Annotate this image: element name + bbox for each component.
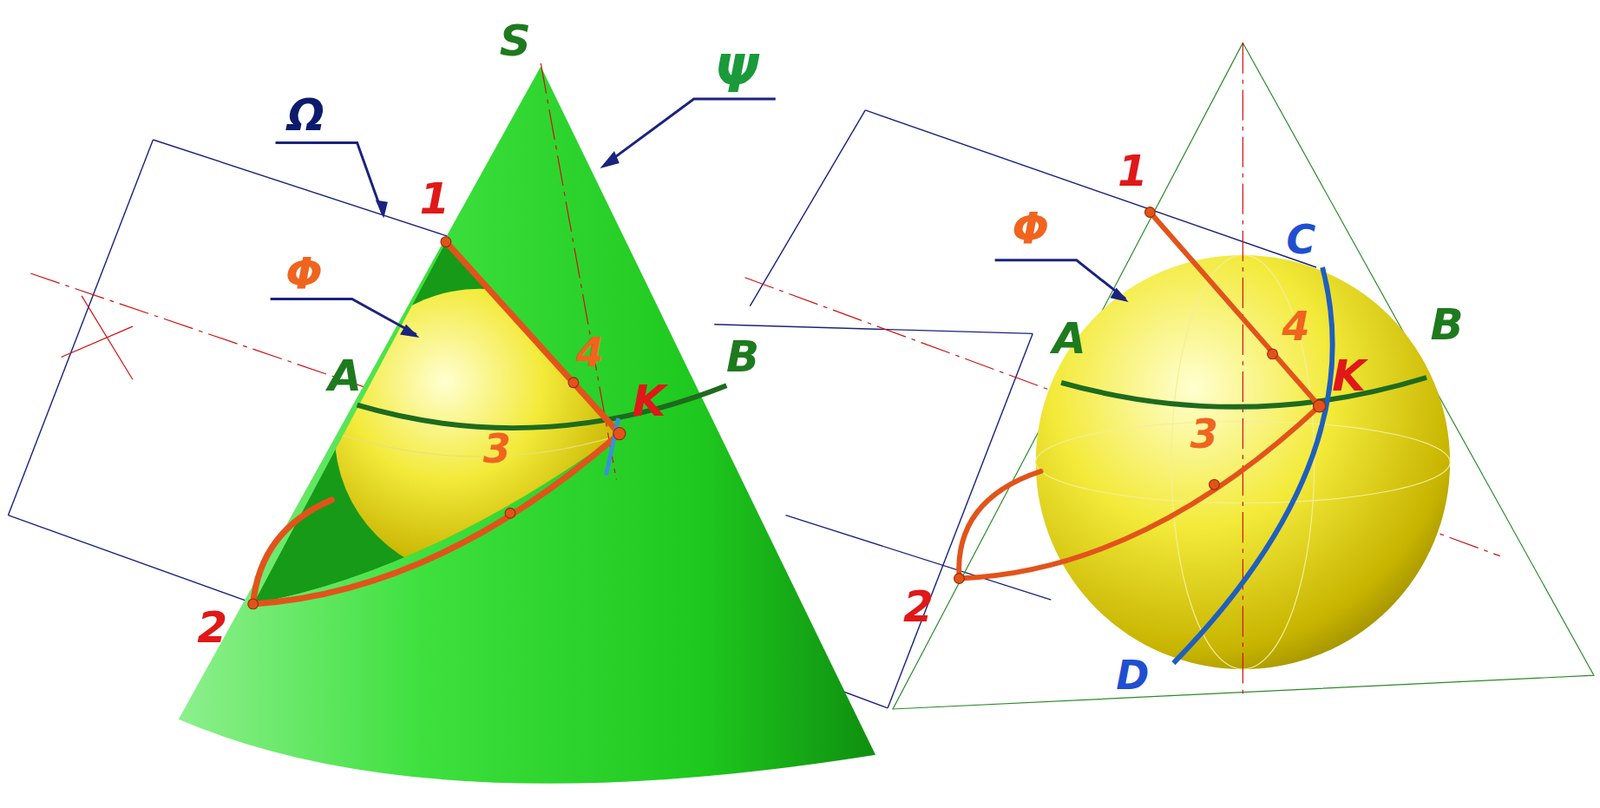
arrowhead bbox=[600, 150, 620, 169]
point-label: 2 bbox=[196, 605, 228, 650]
point-label: 3 bbox=[1190, 413, 1219, 454]
point-label: 2 bbox=[903, 584, 934, 629]
point-label: A bbox=[327, 354, 362, 398]
cone-axis bbox=[1242, 42, 1244, 694]
point-marker bbox=[954, 207, 1326, 584]
point-label: Φ bbox=[285, 251, 323, 296]
point-label: S bbox=[499, 19, 532, 63]
leader-line bbox=[270, 98, 776, 335]
point-label: A bbox=[1052, 316, 1087, 361]
point-label: B bbox=[726, 334, 760, 379]
cone-outline bbox=[892, 42, 1594, 709]
point-label: B bbox=[1430, 302, 1464, 347]
arrowhead bbox=[400, 324, 420, 338]
point-label: 4 bbox=[576, 332, 604, 373]
parallel-circle bbox=[357, 385, 728, 428]
point-label: C bbox=[1286, 219, 1317, 260]
point-label: K bbox=[1331, 354, 1366, 398]
arrowhead bbox=[375, 199, 388, 218]
point-label: D bbox=[1115, 655, 1149, 696]
point-label: K bbox=[632, 379, 667, 423]
arrowhead bbox=[1110, 287, 1129, 302]
section-curve bbox=[958, 212, 1319, 579]
point-label: 1 bbox=[419, 177, 451, 221]
point-label: Ω bbox=[288, 92, 326, 137]
point-label: 1 bbox=[1117, 149, 1148, 193]
point-label: 4 bbox=[1282, 306, 1311, 347]
parallel-circle bbox=[1061, 377, 1427, 407]
tangent-line bbox=[606, 418, 619, 476]
point-label: 3 bbox=[483, 428, 512, 469]
point-label: Ψ bbox=[714, 47, 760, 100]
cone-body bbox=[178, 65, 876, 783]
point-label: Φ bbox=[1012, 206, 1050, 250]
section-curve bbox=[253, 242, 620, 604]
leader-line bbox=[995, 260, 1127, 300]
point-marker bbox=[248, 236, 626, 610]
